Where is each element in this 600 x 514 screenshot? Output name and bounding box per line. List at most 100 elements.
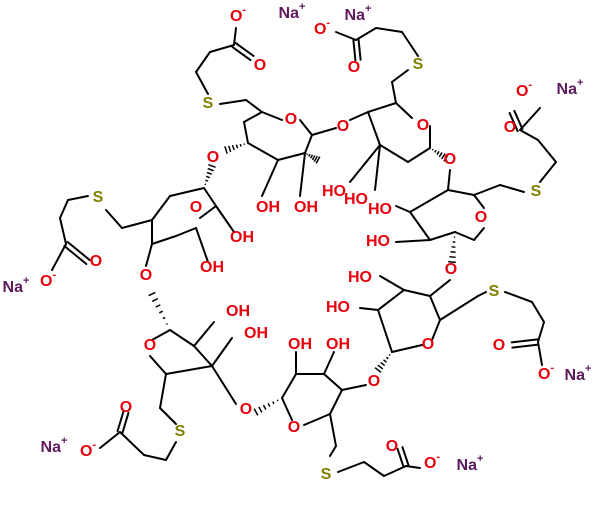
double-bond xyxy=(353,40,355,60)
hydroxyl-group-symbol: OH xyxy=(226,303,250,320)
bond xyxy=(368,103,396,112)
sulfur-atom: S xyxy=(531,183,542,200)
bond xyxy=(152,236,176,244)
glycosidic-oxygen: O xyxy=(140,267,152,284)
double-bond xyxy=(512,345,538,348)
ring-oxygen: O xyxy=(190,199,202,216)
bond xyxy=(505,292,532,302)
bond xyxy=(166,442,176,460)
charge: + xyxy=(23,275,29,287)
bond xyxy=(150,356,166,374)
hashed-bond xyxy=(307,154,320,164)
hydroxyl-group-symbol: HO xyxy=(348,269,372,286)
oxygen-atom-symbol: O xyxy=(348,59,360,76)
bond xyxy=(396,240,430,242)
charge: - xyxy=(52,269,56,281)
bond xyxy=(244,112,262,122)
hydroxyl-group-symbol: HO xyxy=(326,299,350,316)
oxygen-atom-symbol: O xyxy=(493,337,505,354)
bond xyxy=(392,82,396,103)
double-bond xyxy=(359,40,361,60)
glycosidic-oxygen-symbol: O xyxy=(337,118,349,135)
sodium-ion: Na+ xyxy=(565,363,592,384)
ring-oxygen: O xyxy=(422,336,434,353)
bond xyxy=(440,296,478,320)
glycosidic-oxygen: O xyxy=(368,373,380,390)
bond xyxy=(220,100,246,104)
bond xyxy=(540,162,556,182)
bond xyxy=(324,352,334,374)
bond xyxy=(160,408,176,424)
sulfur-atom-symbol: S xyxy=(531,183,542,200)
sodium-ion-symbol: Na xyxy=(41,439,62,456)
hydroxyl-group-symbol: OH xyxy=(256,199,280,216)
bond xyxy=(246,100,262,112)
bond xyxy=(160,374,166,408)
hydroxyl-group: OH xyxy=(226,303,250,320)
sulfur-atom: S xyxy=(413,56,424,73)
hydroxyl-group: OH xyxy=(230,229,254,246)
bond xyxy=(396,103,412,118)
bond xyxy=(330,390,342,414)
bond xyxy=(368,112,380,145)
bond xyxy=(410,190,448,212)
bond xyxy=(520,108,540,130)
carboxylate-oxygen: O- xyxy=(230,4,246,25)
bond xyxy=(100,432,120,448)
bond xyxy=(248,143,278,160)
sulfur-atom-symbol: S xyxy=(489,283,500,300)
hydroxyl-group: HO xyxy=(322,183,346,200)
bond xyxy=(520,130,538,140)
ring-oxygen-symbol: O xyxy=(190,199,202,216)
bond xyxy=(396,206,410,212)
bond xyxy=(538,140,556,162)
charge: + xyxy=(61,435,67,447)
sulfur-atom: S xyxy=(489,283,500,300)
ring-oxygen-symbol: O xyxy=(288,419,300,436)
bond xyxy=(338,462,364,472)
bond xyxy=(538,342,542,365)
bond xyxy=(404,290,430,296)
oxygen-atom: O xyxy=(254,57,266,74)
bond xyxy=(305,135,312,153)
bond xyxy=(380,145,408,162)
sodium-ion: Na+ xyxy=(279,1,306,22)
bond xyxy=(430,296,440,320)
charge: + xyxy=(477,453,483,465)
ring-oxygen-symbol: O xyxy=(475,209,487,226)
ring-oxygen: O xyxy=(475,209,487,226)
bond xyxy=(448,190,474,195)
charge: + xyxy=(365,3,371,15)
bond xyxy=(330,414,336,446)
charge: + xyxy=(577,77,583,89)
carboxylate-oxygen: O- xyxy=(314,17,330,38)
sulfur-atom-symbol: S xyxy=(175,423,186,440)
glycosidic-oxygen-symbol: O xyxy=(445,261,457,278)
carboxylate-oxygen-symbol: O xyxy=(424,455,436,472)
bond xyxy=(342,385,366,390)
ring-oxygen: O xyxy=(285,111,297,128)
bond xyxy=(538,322,544,342)
ring-oxygen: O xyxy=(144,337,156,354)
bond xyxy=(384,466,406,476)
bond xyxy=(144,455,166,460)
bond xyxy=(392,345,422,352)
glycosidic-oxygen: O xyxy=(207,149,219,166)
oxygen-atom-symbol: O xyxy=(386,438,398,455)
bond xyxy=(212,338,232,366)
bond xyxy=(408,148,430,162)
bond xyxy=(196,52,210,72)
carboxylate-oxygen-symbol: O xyxy=(40,273,52,290)
bond xyxy=(410,212,430,240)
bond xyxy=(455,232,474,240)
glycosidic-oxygen-symbol: O xyxy=(207,149,219,166)
hashed-bond xyxy=(448,237,456,262)
bond xyxy=(378,310,392,352)
bond xyxy=(282,398,292,420)
hydroxyl-group-symbol: OH xyxy=(288,336,312,353)
bond xyxy=(380,276,404,290)
bond xyxy=(350,112,368,120)
sulfur-atom: S xyxy=(203,95,214,112)
hydroxyl-group: OH xyxy=(294,199,318,216)
